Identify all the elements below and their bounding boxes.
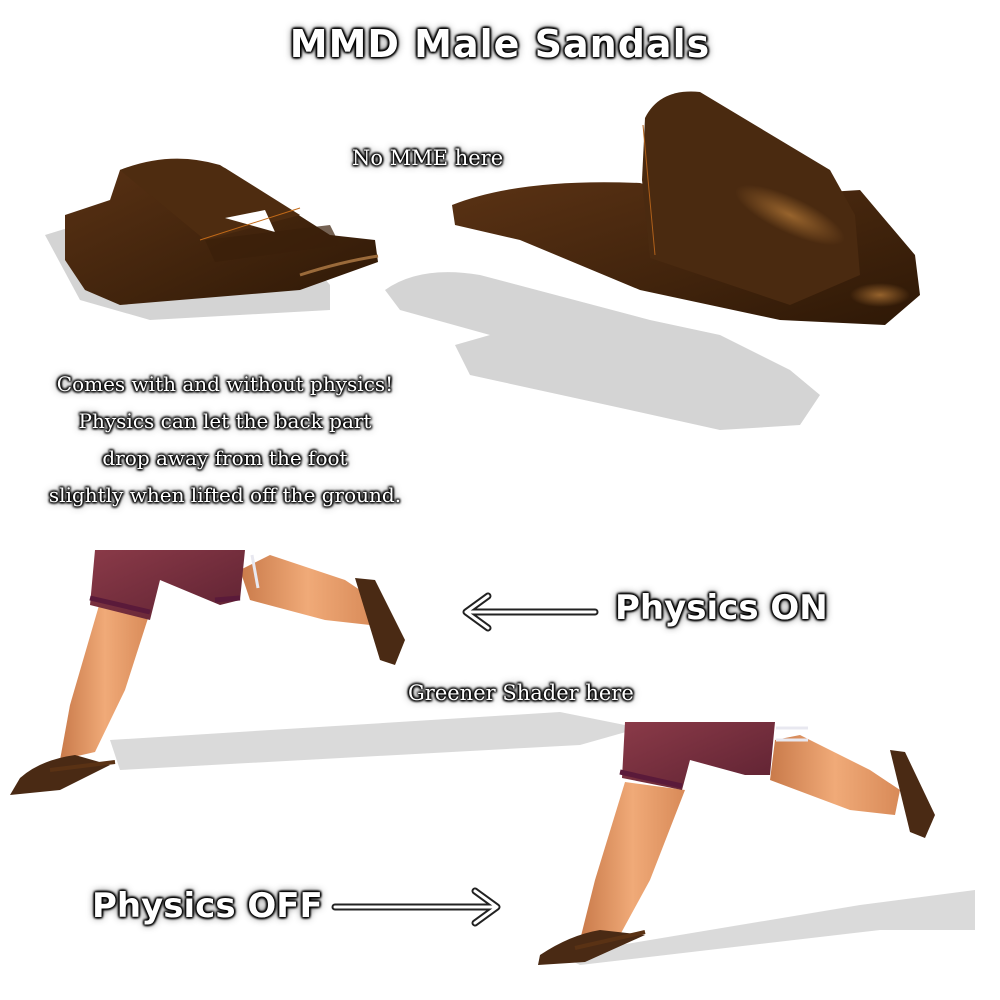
left-sandal-render [65,158,379,305]
right-sandal-render [452,91,920,325]
figure-physics-off [538,722,975,965]
figure-physics-on [10,550,640,795]
caption-line: Physics can let the back part [78,409,372,433]
physics-caption: Comes with and without physics! Physics … [40,366,410,514]
caption-line: drop away from the foot [102,446,348,470]
greener-shader-annotation: Greener Shader here [408,681,634,705]
right-sandal-shadow [385,272,820,430]
caption-line: Comes with and without physics! [56,372,394,396]
arrow-right-icon [331,887,501,927]
no-mme-annotation: No MME here [352,146,504,170]
physics-off-label: Physics OFF [92,886,323,926]
physics-on-label: Physics ON [615,588,828,628]
caption-line: slightly when lifted off the ground. [48,483,402,507]
page-title: MMD Male Sandals [289,22,711,66]
arrow-left-icon [462,592,599,632]
